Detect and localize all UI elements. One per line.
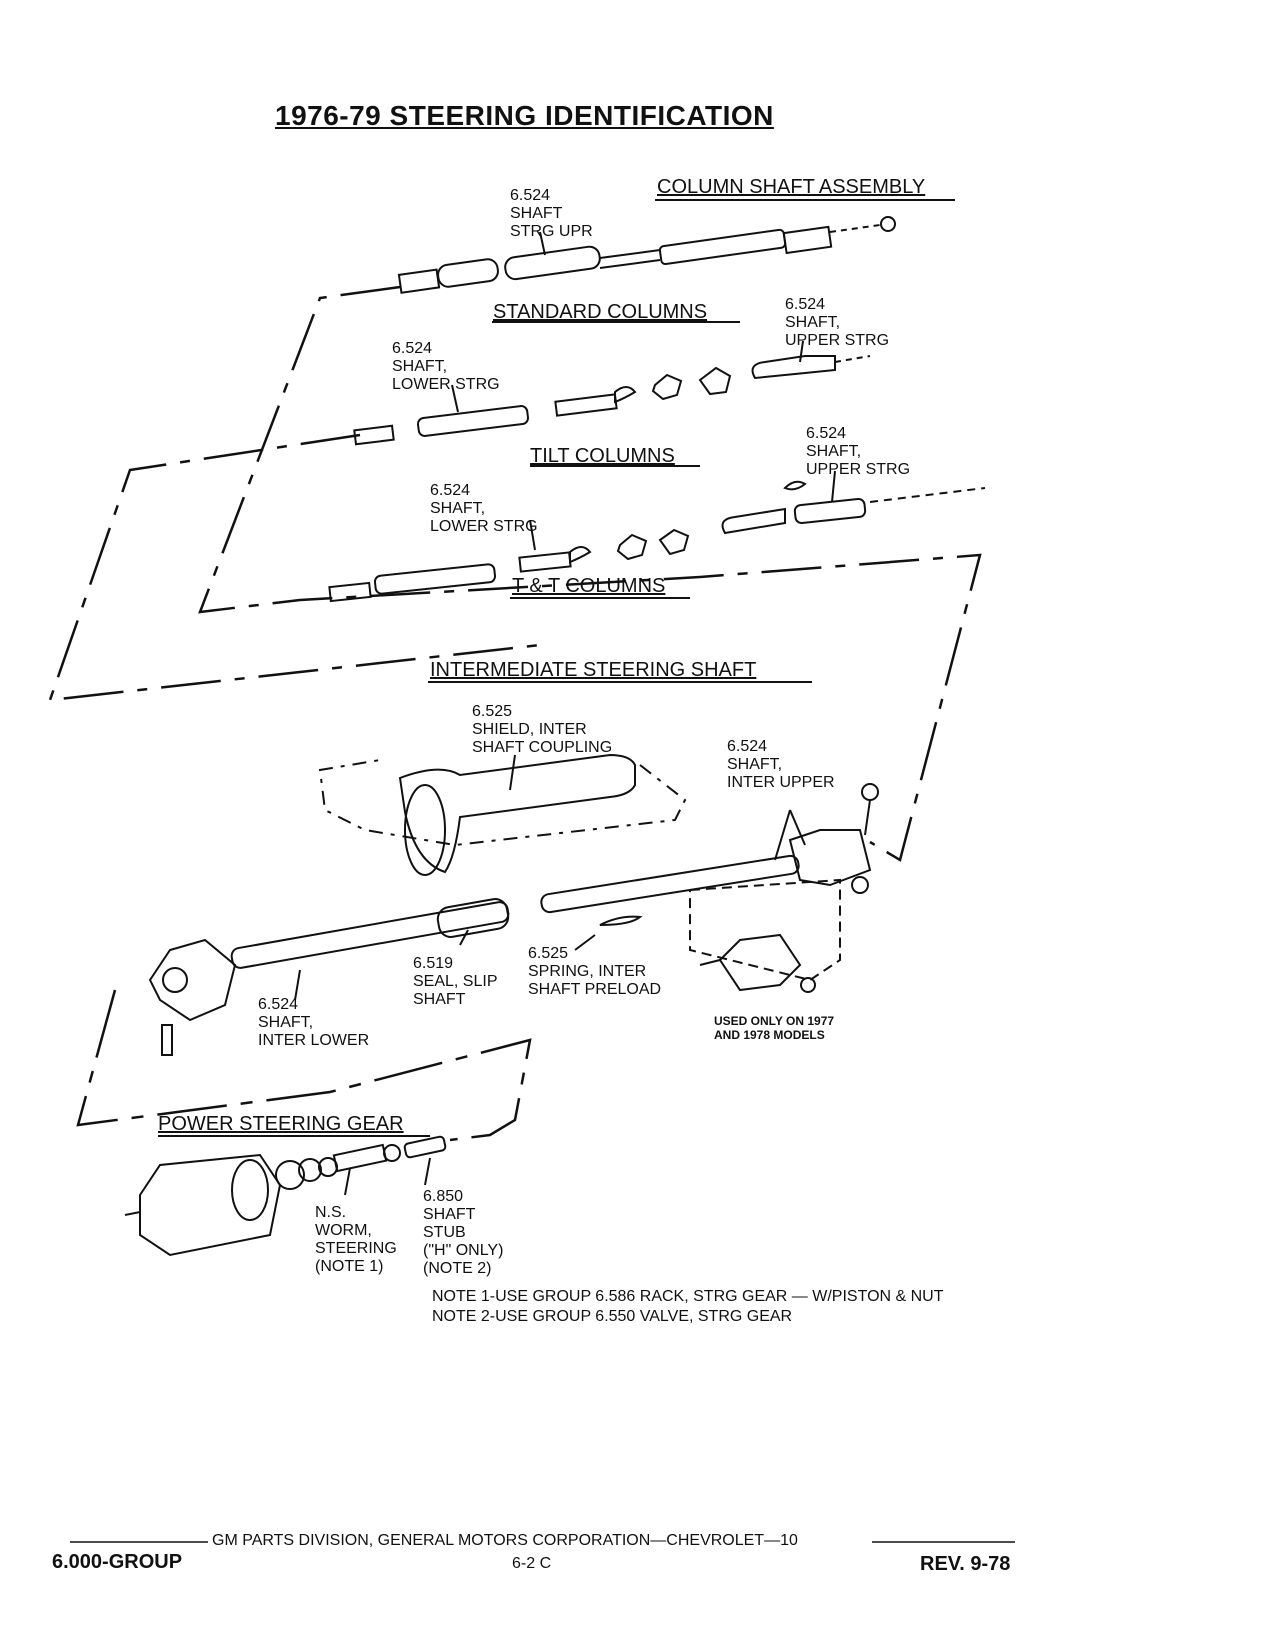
page-title: 1976-79 STEERING IDENTIFICATION: [275, 100, 774, 131]
section-intermediate-steering-shaft: INTERMEDIATE STEERING SHAFT: [430, 659, 757, 681]
section-column-shaft-assembly: COLUMN SHAFT ASSEMBLY: [657, 176, 926, 198]
callout-tilt-upper-strg: 6.524 SHAFT, UPPER STRG: [806, 425, 911, 478]
callout-tilt-lower-strg: 6.524 SHAFT, LOWER STRG: [430, 482, 538, 535]
section-power-steering-gear: POWER STEERING GEAR: [158, 1113, 404, 1135]
callout-spring-inter: 6.525 SPRING, INTER SHAFT PRELOAD: [528, 945, 662, 998]
callout-shaft-strg-upr: 6.524 SHAFT STRG UPR: [510, 187, 593, 240]
inter-upper-shaft: [540, 783, 879, 914]
inter-shaft-preload-spring: [574, 915, 643, 951]
heading-rules: [158, 199, 955, 1137]
section-tilt-columns: TILT COLUMNS: [530, 445, 675, 467]
callout-seal-slip: 6.519 SEAL, SLIP SHAFT: [413, 955, 498, 1008]
gear-connector-frame: [76, 989, 532, 1142]
callout-shaft-inter-upper: 6.524 SHAFT, INTER UPPER: [727, 738, 835, 791]
footer-page: 6-2 C: [512, 1555, 552, 1572]
used-only-detail-frame: [689, 878, 841, 982]
inter-shaft-coupling-shield: [318, 753, 687, 876]
column-shaft-upper-assembly: [397, 216, 896, 294]
standard-columns-shafts: [353, 340, 871, 446]
callout-used-only: USED ONLY ON 1977 AND 1978 MODELS: [714, 1014, 835, 1042]
footer-group: 6.000-GROUP: [52, 1551, 183, 1573]
callout-worm: N.S. WORM, STEERING (NOTE 1): [315, 1204, 397, 1275]
column-connector-frame-b: [48, 433, 541, 702]
column-connector-frame-a: [198, 285, 982, 862]
note-1: NOTE 1-USE GROUP 6.586 RACK, STRG GEAR —…: [432, 1288, 944, 1305]
used-only-detail-part: [699, 933, 816, 993]
section-standard-columns: STANDARD COLUMNS: [493, 301, 708, 323]
tilt-columns-shafts: [328, 470, 986, 603]
callout-shaft-stub: 6.850 SHAFT STUB ("H" ONLY) (NOTE 2): [423, 1188, 504, 1277]
footer-rev: REV. 9-78: [920, 1553, 1011, 1575]
callout-shaft-inter-lower: 6.524 SHAFT, INTER LOWER: [258, 996, 370, 1049]
callout-shield-inter: 6.525 SHIELD, INTER SHAFT COUPLING: [472, 703, 613, 756]
note-2: NOTE 2-USE GROUP 6.550 VALVE, STRG GEAR: [432, 1308, 793, 1325]
inter-lower-shaft: [148, 898, 510, 1056]
section-tt-columns: T & T COLUMNS: [512, 575, 666, 597]
callout-std-upper-strg: 6.524 SHAFT, UPPER STRG: [785, 296, 890, 349]
power-steering-gear-parts: [124, 1135, 447, 1257]
footer-division: GM PARTS DIVISION, GENERAL MOTORS CORPOR…: [212, 1532, 798, 1549]
callout-std-lower-strg: 6.524 SHAFT, LOWER STRG: [392, 340, 500, 393]
